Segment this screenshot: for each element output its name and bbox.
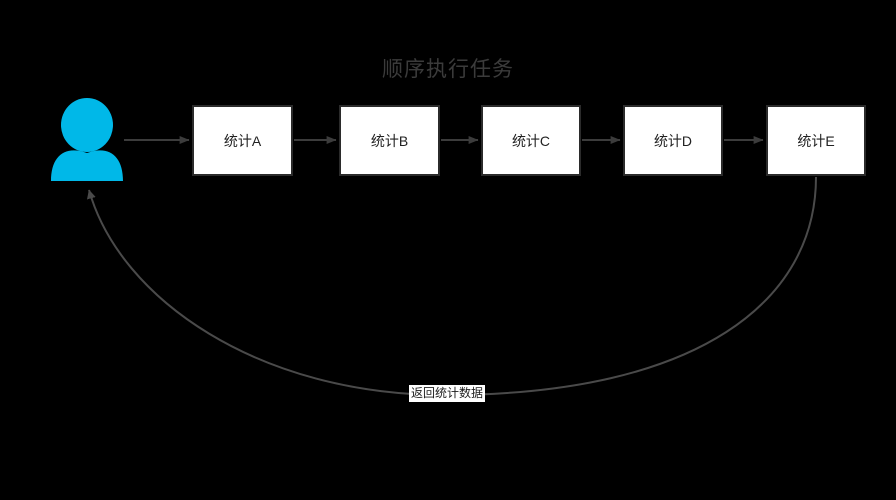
return-edge-label: 返回统计数据: [409, 385, 486, 402]
process-node-e[interactable]: 统计E: [766, 105, 866, 176]
connector-e-to-actor: [87, 176, 817, 397]
process-node-b[interactable]: 统计B: [339, 105, 440, 176]
process-node-label: 统计B: [370, 132, 409, 149]
process-node-label: 统计A: [223, 132, 262, 149]
process-node-label: 统计D: [653, 132, 693, 149]
process-node-a[interactable]: 统计A: [192, 105, 293, 176]
process-node-c[interactable]: 统计C: [481, 105, 581, 176]
process-node-label: 统计C: [511, 132, 551, 149]
person-icon: [51, 98, 123, 181]
process-node-label: 统计E: [797, 132, 835, 149]
page-title: 顺序执行任务: [382, 58, 514, 81]
process-node-d[interactable]: 统计D: [623, 105, 723, 176]
